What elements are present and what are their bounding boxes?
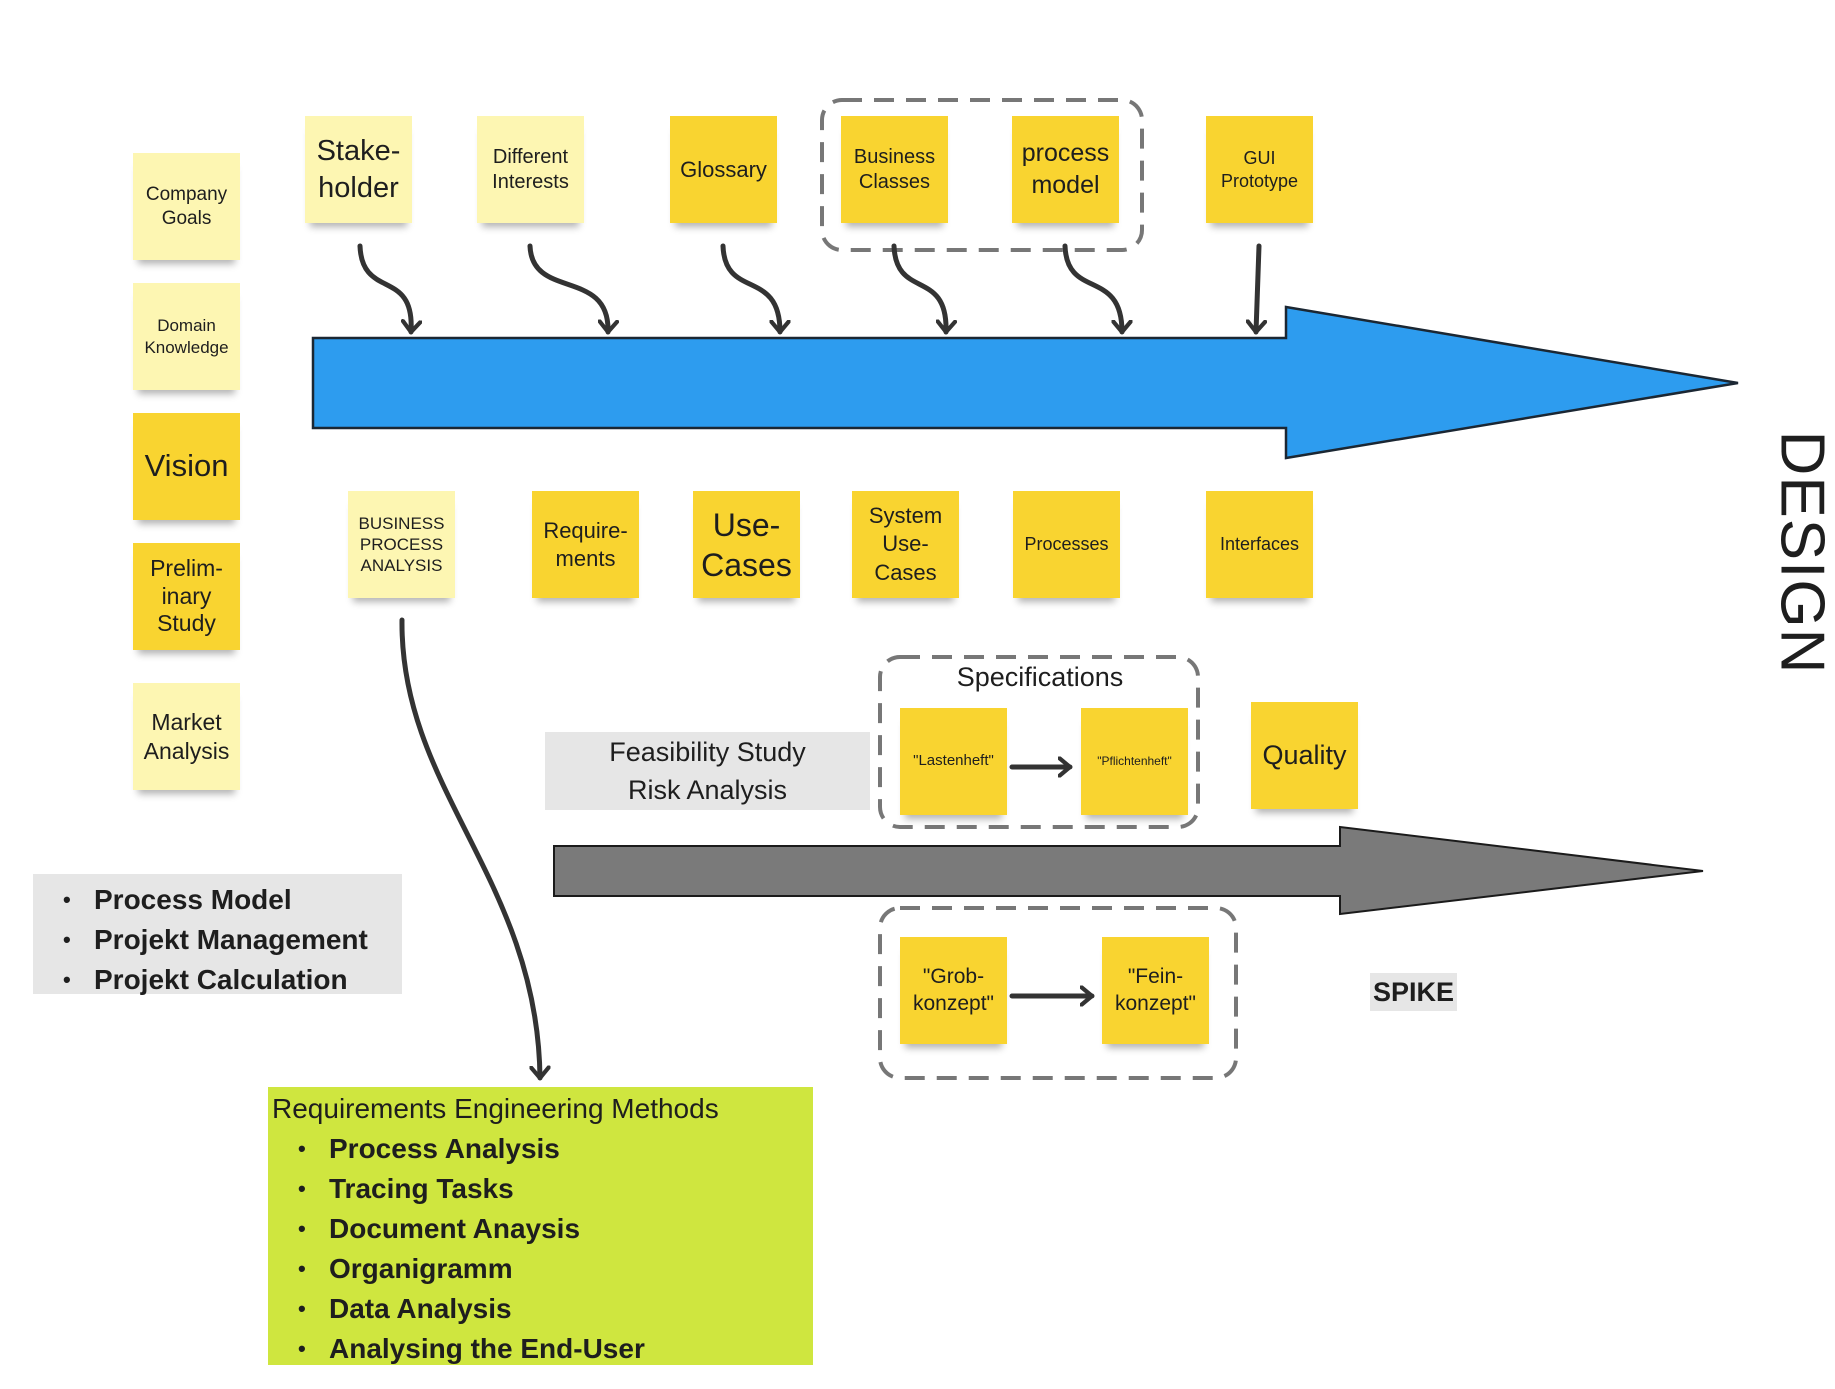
main-process-arrow bbox=[311, 305, 1739, 460]
note-processes: Processes bbox=[1013, 491, 1120, 598]
note-domain-knowledge: Domain Knowledge bbox=[133, 283, 240, 390]
list-item: Data Analysis bbox=[268, 1289, 813, 1329]
note-pflichtenheft: "Pflichtenheft" bbox=[1081, 708, 1188, 815]
note-different-interests: Different Interests bbox=[477, 116, 584, 223]
list-item: Tracing Tasks bbox=[268, 1169, 813, 1209]
note-use-cases: Use- Cases bbox=[693, 491, 800, 598]
management-list: Process Model Projekt Management Projekt… bbox=[33, 880, 402, 1000]
connector-stakeholder bbox=[357, 243, 411, 335]
note-company-goals: Company Goals bbox=[133, 153, 240, 260]
list-item: Analysing the End-User bbox=[268, 1329, 813, 1369]
management-list-box: Process Model Projekt Management Projekt… bbox=[33, 874, 402, 1000]
connector-gui bbox=[1256, 243, 1259, 335]
business-classes-group bbox=[820, 98, 1144, 252]
list-item: Projekt Calculation bbox=[33, 960, 402, 1000]
note-business-classes: Business Classes bbox=[841, 116, 948, 223]
note-gui-prototype: GUI Prototype bbox=[1206, 116, 1313, 223]
connector-interests bbox=[527, 243, 608, 335]
note-vision: Vision bbox=[133, 413, 240, 520]
specifications-label: Specifications bbox=[956, 662, 1124, 692]
spike-label: SPIKE bbox=[1370, 973, 1458, 1011]
note-grobkonzept: "Grob- konzept" bbox=[900, 937, 1007, 1044]
note-glossary: Glossary bbox=[670, 116, 777, 223]
feasibility-line1: Feasibility Study bbox=[609, 737, 806, 767]
connector-glossary bbox=[720, 243, 780, 335]
connector-bpa-methods bbox=[399, 617, 540, 1081]
note-preliminary-study: Prelim- inary Study bbox=[133, 543, 240, 650]
note-system-use-cases: System Use- Cases bbox=[852, 491, 959, 598]
connector-business-classes bbox=[891, 243, 946, 335]
list-item: Process Model bbox=[33, 880, 402, 920]
note-process-model: process model bbox=[1012, 116, 1119, 223]
feasibility-line2: Risk Analysis bbox=[627, 775, 788, 805]
list-item: Document Anaysis bbox=[268, 1209, 813, 1249]
list-item: Organigramm bbox=[268, 1249, 813, 1289]
design-label-text: DESIGN bbox=[1767, 430, 1835, 674]
connector-process-model bbox=[1062, 243, 1122, 335]
note-stakeholder: Stake- holder bbox=[305, 116, 412, 223]
methods-box: Requirements Engineering Methods Process… bbox=[268, 1087, 813, 1369]
note-market-analysis: Market Analysis bbox=[133, 683, 240, 790]
note-feinkonzept: "Fein- konzept" bbox=[1102, 937, 1209, 1044]
specifications-group bbox=[878, 655, 1200, 829]
methods-title: Requirements Engineering Methods bbox=[272, 1093, 719, 1124]
note-requirements: Require- ments bbox=[532, 491, 639, 598]
specification-arrow bbox=[553, 825, 1704, 916]
methods-list: Process Analysis Tracing Tasks Document … bbox=[268, 1129, 813, 1369]
design-label: DESIGN bbox=[1768, 430, 1835, 674]
list-item: Process Analysis bbox=[268, 1129, 813, 1169]
note-lastenheft: "Lastenheft" bbox=[900, 708, 1007, 815]
note-business-process-analysis: BUSINESS PROCESS ANALYSIS bbox=[348, 491, 455, 598]
note-quality: Quality bbox=[1251, 702, 1358, 809]
feasibility-box: Feasibility Study Risk Analysis bbox=[545, 732, 870, 810]
note-interfaces: Interfaces bbox=[1206, 491, 1313, 598]
list-item: Projekt Management bbox=[33, 920, 402, 960]
